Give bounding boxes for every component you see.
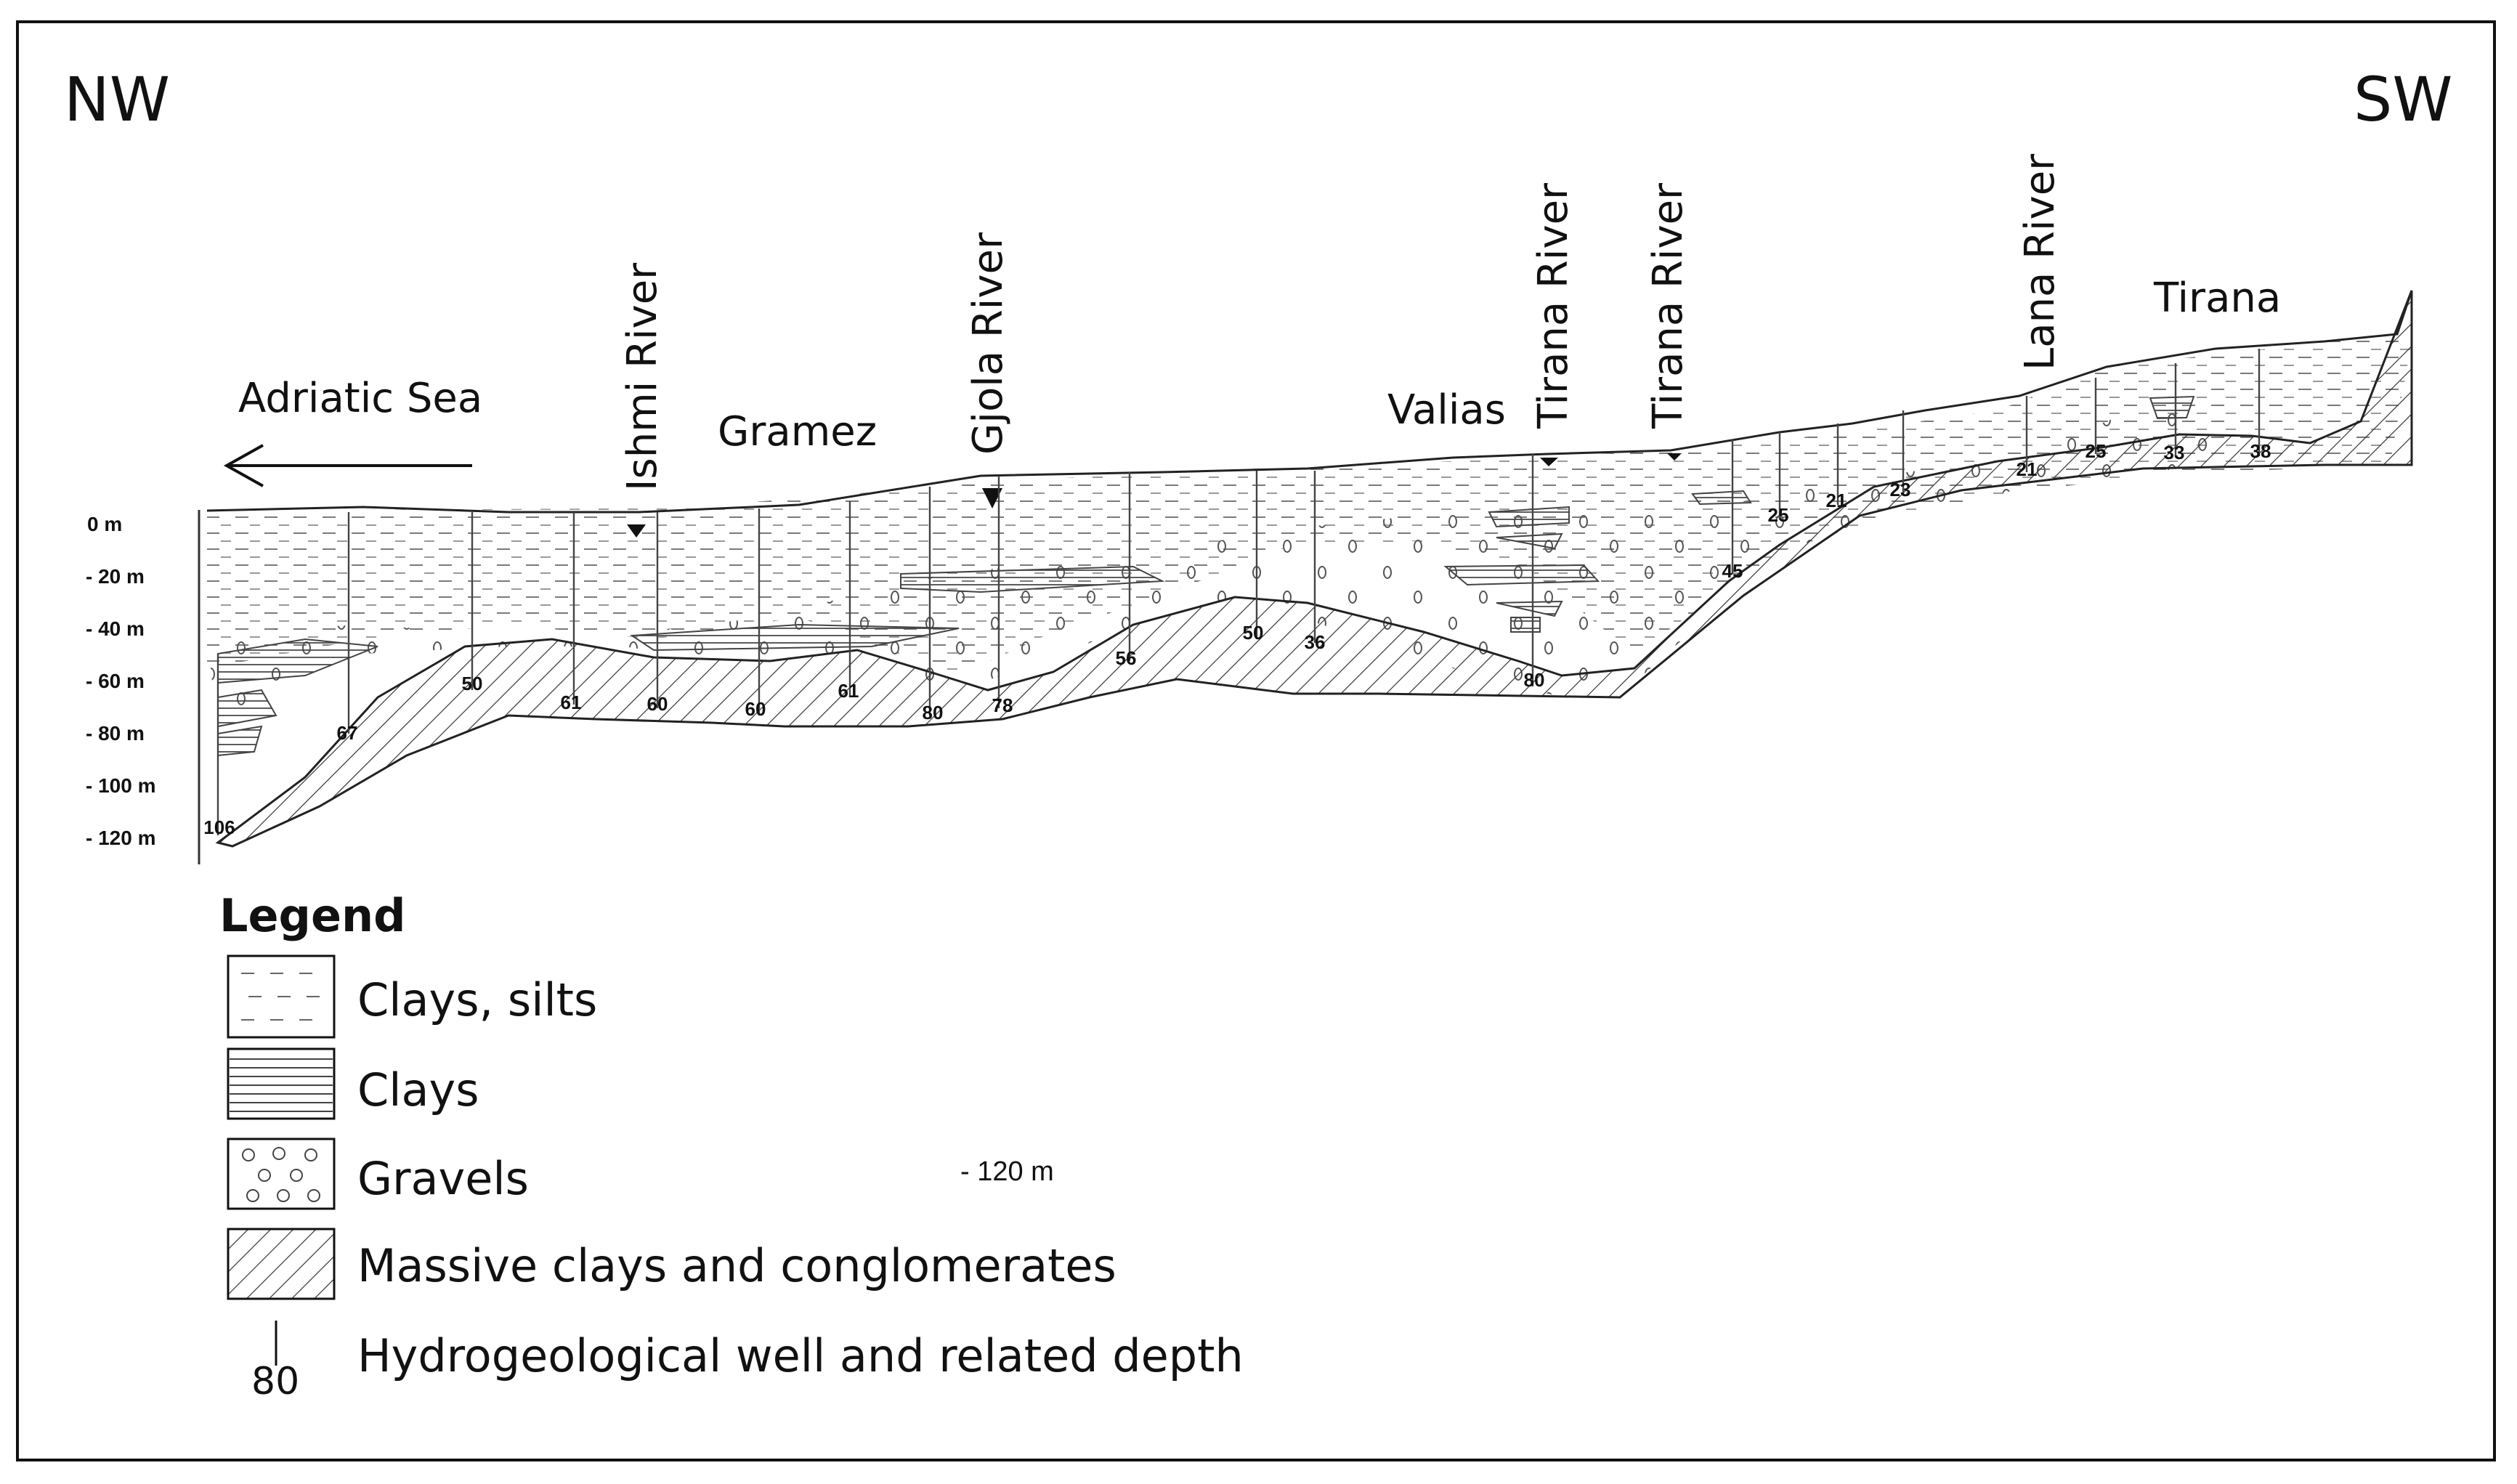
- well-depth-label: 23: [1890, 479, 1911, 500]
- well-depth-label: 45: [1722, 560, 1743, 582]
- ground-surface: [206, 290, 2413, 514]
- well-symbol: [275, 1321, 277, 1366]
- clays-swatch: [227, 1047, 336, 1120]
- legend-label-gravels: Gravels: [357, 1152, 529, 1205]
- river-label-lana: Lana River: [2017, 153, 2064, 370]
- valias-label: Valias: [1387, 386, 1506, 434]
- river-label-tirana-1: Tirana River: [1530, 182, 1577, 429]
- well-depth-label: 80: [923, 702, 944, 723]
- well-depth-label: 33: [2164, 442, 2185, 463]
- direction-nw-label: NW: [64, 64, 170, 135]
- legend-item-well: 80 Hydrogeological well and related dept…: [227, 1318, 1389, 1405]
- adriatic-sea-label: Adriatic Sea: [238, 375, 483, 422]
- figure-frame: [16, 20, 2496, 1461]
- well-depth-label: 78: [992, 694, 1013, 716]
- clays-silts-swatch: [227, 954, 336, 1039]
- well-depth-label: 80: [1524, 669, 1545, 691]
- well-depth-label: 25: [1768, 504, 1789, 526]
- tirana-city-label: Tirana: [2154, 275, 2282, 322]
- depth-label-0: 0 m: [87, 513, 123, 535]
- river-markers: [627, 453, 1682, 538]
- massive-clays-swatch: [227, 1228, 336, 1300]
- river-label-tirana-2: Tirana River: [1645, 182, 1692, 429]
- depth-label-20: - 20 m: [86, 565, 145, 588]
- well-depth-label: 21: [1826, 490, 1847, 511]
- well-depth-label: 21: [2017, 458, 2038, 480]
- legend-well-sample-depth: 80: [251, 1360, 300, 1403]
- legend-label-massive-clays: Massive clays and conglomerates: [357, 1239, 1116, 1292]
- depth-label-120: - 120 m: [86, 827, 156, 849]
- depth-label-60: - 60 m: [86, 670, 145, 692]
- legend-item-clays: Clays: [227, 1047, 1389, 1135]
- well-depth-label: 50: [1243, 622, 1264, 644]
- stray-depth-label: - 120 m: [960, 1156, 1054, 1187]
- legend-item-gravels: Gravels: [227, 1138, 1389, 1225]
- well-depth-label: 60: [745, 698, 766, 720]
- river-label-gjola: Gjola River: [965, 232, 1012, 455]
- legend-item-massive-clays: Massive clays and conglomerates: [227, 1228, 1389, 1315]
- well-depth-label: 106: [203, 816, 235, 838]
- well-depth-label: 61: [561, 692, 582, 713]
- well-depth-label: 50: [462, 673, 483, 694]
- clay-lenses: [217, 395, 2195, 757]
- well-depth-label: 61: [838, 680, 859, 702]
- depth-label-80: - 80 m: [86, 722, 145, 745]
- depth-label-40: - 40 m: [86, 617, 145, 640]
- well-depth-label: 56: [1116, 647, 1137, 669]
- well-depth-label: 67: [337, 722, 358, 744]
- depth-label-100: - 100 m: [86, 774, 156, 797]
- gramez-label: Gramez: [718, 408, 877, 455]
- sea-direction-arrow: [223, 444, 472, 487]
- well-depth-label: 38: [2250, 440, 2271, 462]
- well-depth-label: 25: [2086, 440, 2107, 462]
- legend-item-clays-silts: Clays, silts: [227, 954, 1389, 1042]
- well-depth-label: 36: [1305, 631, 1326, 653]
- hydrogeological-wells: [216, 349, 2261, 835]
- clays-silts-layer: [207, 334, 2412, 676]
- river-label-ishmi: Ishmi River: [619, 262, 666, 491]
- well-depth-label: 60: [647, 693, 668, 715]
- well-depth-labels: 106 67 50 61 60 60 61 80 78 56 50 36 80 45 25 21 23 21 25 3…: [203, 440, 2271, 838]
- gravels-swatch: [227, 1138, 336, 1210]
- legend-label-clays-silts: Clays, silts: [357, 973, 598, 1026]
- legend-label-well: Hydrogeological well and related depth: [357, 1329, 1244, 1382]
- gravels-layer: [207, 392, 2216, 741]
- legend-title: Legend: [219, 889, 406, 942]
- direction-sw-label: SW: [2354, 64, 2453, 135]
- legend-label-clays: Clays: [357, 1063, 479, 1116]
